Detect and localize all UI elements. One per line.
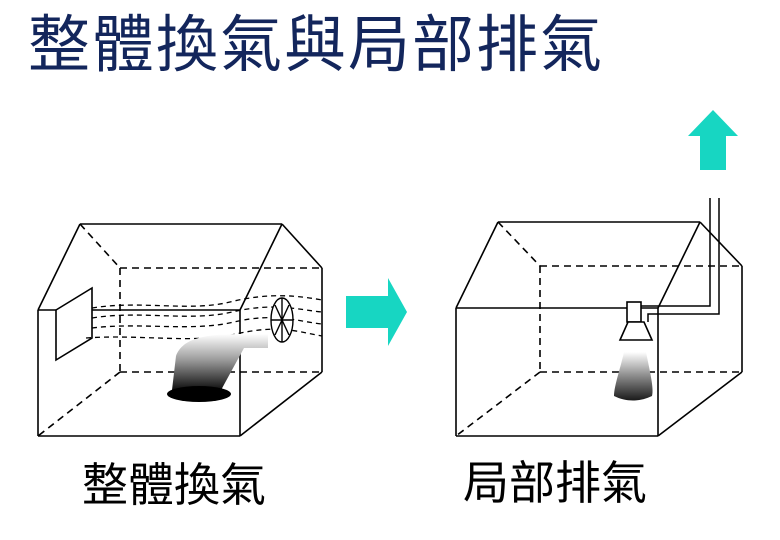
exhaust-duct: [639, 198, 720, 322]
house-local-exhaust: [455, 198, 743, 437]
caption-general-ventilation: 整體換氣: [82, 458, 266, 512]
caption-local-exhaust: 局部排氣: [463, 456, 647, 510]
right-arrow-icon: [346, 278, 407, 346]
exhaust-hood-icon: [618, 321, 654, 341]
duct-connector: [626, 301, 642, 323]
captured-plume: [614, 352, 653, 401]
up-arrow-icon: [688, 110, 738, 170]
contaminant-source: [167, 386, 231, 402]
contaminant-plume: [172, 334, 268, 392]
page-title: 整體換氣與局部排氣: [28, 8, 605, 81]
window-inlet: [55, 286, 93, 362]
fan-icon: [270, 297, 294, 343]
house-general-ventilation: [37, 223, 323, 437]
